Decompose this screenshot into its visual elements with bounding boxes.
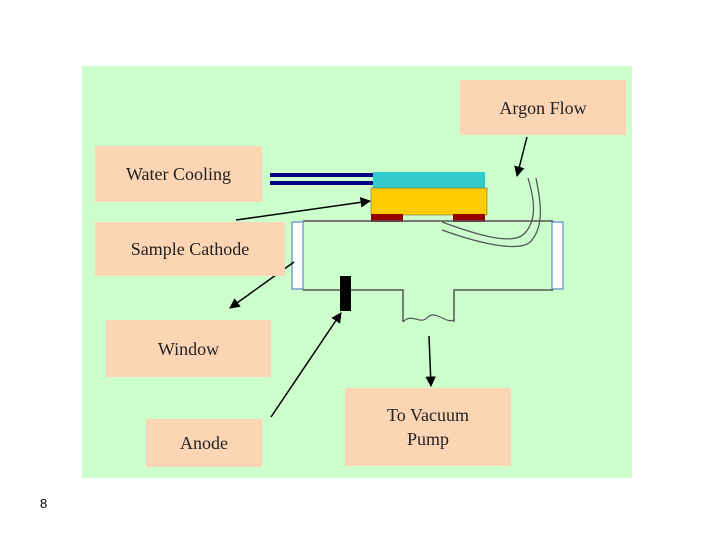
arrow-sample-cathode xyxy=(235,197,372,221)
water-cooling-pipes xyxy=(270,173,373,185)
window-left xyxy=(291,221,304,290)
anode xyxy=(340,276,351,311)
window-label: Window xyxy=(106,320,271,377)
to-vacuum-pump-label: To Vacuum Pump xyxy=(345,388,511,466)
sample-cathode-label: Sample Cathode xyxy=(95,222,285,276)
argon-flow-label: Argon Flow xyxy=(460,80,626,135)
arrow-vacuum-pump xyxy=(425,335,436,388)
cathode-contact-left xyxy=(371,214,403,222)
page-number: 8 xyxy=(40,496,48,511)
pump-port-squiggle xyxy=(402,314,455,323)
window-right xyxy=(551,221,564,290)
cathode-contact-right xyxy=(453,214,485,222)
cooling-block xyxy=(373,172,485,188)
arrow-argon-flow xyxy=(514,136,528,178)
chamber-bottom-wall xyxy=(303,289,553,322)
water-cooling-label: Water Cooling xyxy=(95,146,262,202)
arrow-anode xyxy=(270,312,342,418)
argon-flow-tube xyxy=(441,177,541,248)
sample-cathode xyxy=(370,187,488,216)
anode-label: Anode xyxy=(146,419,262,467)
